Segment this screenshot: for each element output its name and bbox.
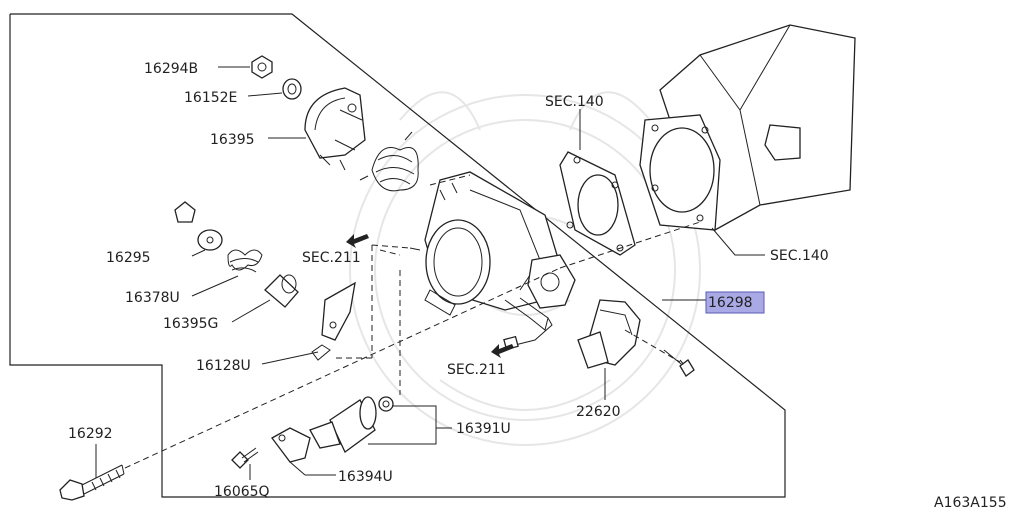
intake-duct — [639, 24, 856, 231]
part-16395 — [304, 87, 366, 171]
label-16395G: 16395G — [163, 316, 218, 332]
part-22620 — [577, 299, 695, 377]
part-16065Q — [231, 447, 259, 469]
label-16292: 16292 — [68, 426, 113, 442]
part-16128U — [311, 281, 356, 361]
sec211-arrow-upper — [346, 234, 369, 248]
frame-outline — [9, 13, 786, 498]
part-16294B — [251, 55, 273, 79]
watermark-emblem — [349, 91, 701, 446]
highlight-16298 — [705, 291, 765, 314]
label-sec211-bottom: SEC.211 — [447, 362, 506, 378]
assembly-lines — [124, 174, 701, 469]
part-16395G — [264, 274, 299, 308]
sec211-arrows — [346, 234, 514, 358]
label-sec140-right: SEC.140 — [770, 248, 829, 264]
part-16391U — [309, 396, 394, 453]
part-labels: 16294B 16152E 16395 16295 16378U 16395G … — [68, 61, 1007, 511]
sec211-arrow-lower — [491, 344, 514, 358]
label-16298: 16298 — [708, 295, 753, 311]
label-22620: 22620 — [576, 404, 621, 420]
return-spring — [359, 131, 419, 192]
gasket — [559, 151, 636, 256]
part-16295 — [174, 201, 223, 251]
diagram-code: A163A155 — [934, 495, 1007, 511]
label-sec140-top: SEC.140 — [545, 94, 604, 110]
label-sec211-left: SEC.211 — [302, 250, 361, 266]
part-16152E — [282, 78, 302, 100]
part-16394U — [271, 427, 311, 463]
label-16128U: 16128U — [196, 358, 251, 374]
leader-lines — [95, 66, 765, 480]
label-16378U: 16378U — [125, 290, 180, 306]
label-16065Q: 16065Q — [214, 484, 270, 500]
throttle-body — [409, 171, 576, 351]
label-16391U: 16391U — [456, 421, 511, 437]
label-16295: 16295 — [106, 250, 151, 266]
part-16292 — [59, 464, 125, 501]
label-16394U: 16394U — [338, 469, 393, 485]
label-16152E: 16152E — [184, 90, 237, 106]
label-16294B: 16294B — [144, 61, 198, 77]
label-16395: 16395 — [210, 132, 255, 148]
part-16378U — [227, 249, 263, 273]
